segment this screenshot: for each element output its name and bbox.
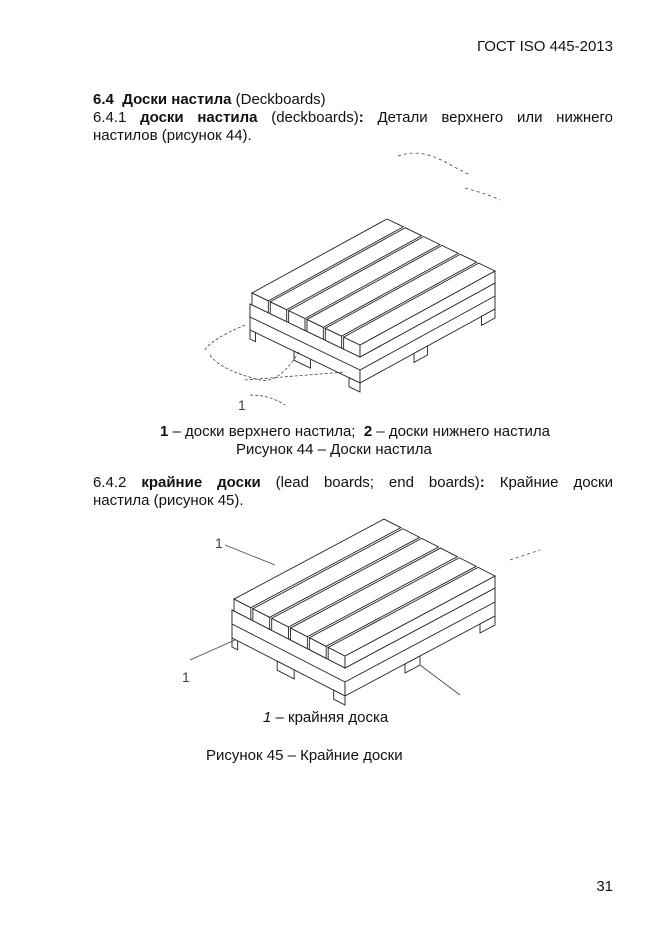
clause-6-4-2-line1: 6.4.2 крайние доски (lead boards; end bo…	[93, 474, 613, 491]
pallet-block	[413, 345, 428, 364]
figure-45-label-1-top: 1	[215, 535, 223, 551]
deckboard-top	[251, 528, 421, 618]
pallet-block	[293, 350, 311, 369]
pallet-block	[276, 660, 295, 680]
deckboard-top	[270, 537, 440, 628]
figure-45-legend: 1 – крайняя доска	[263, 709, 389, 726]
standard-header: ГОСТ ISO 445-2013	[476, 38, 613, 55]
deckboard-top	[305, 244, 460, 328]
pallet-block	[348, 376, 361, 393]
pallet-drawing-45	[231, 518, 496, 706]
page-number: 31	[596, 878, 613, 895]
clause-6-4-1-line1: 6.4.1 доски настила (deckboards): Детали…	[93, 109, 613, 126]
clause-6-4-1-line2: настилов (рисунок 44).	[93, 127, 252, 144]
figure-45-label-1-bottom: 1	[182, 669, 190, 685]
deckboard-top	[342, 262, 496, 346]
leader-lines-45	[189, 544, 541, 696]
figure-44-label-1: 1	[238, 397, 246, 413]
deckboard-top	[308, 557, 478, 647]
deckboard-top	[327, 566, 496, 657]
deckboard-top	[287, 236, 441, 320]
pallet-block	[481, 308, 496, 327]
section-heading: 6.4 Доски настила (Deckboards)	[93, 91, 326, 108]
leader-lines-44	[204, 152, 501, 406]
pallet-block	[249, 329, 256, 343]
pallet-drawing-44	[249, 218, 496, 393]
deckboard-top	[289, 547, 459, 638]
deckboard-top	[324, 253, 478, 337]
clause-6-4-2-line2: настила (рисунок 45).	[93, 492, 244, 509]
pallet-block	[479, 615, 496, 634]
deckboard-top	[269, 227, 423, 311]
figure-45-caption: Рисунок 45 – Крайние доски	[206, 747, 403, 764]
figure-44-legend: 1 – доски верхнего настила; 2 – доски ни…	[160, 423, 550, 440]
figure-44-caption: Рисунок 44 – Доски настила	[236, 441, 432, 458]
pallet-block	[333, 689, 346, 706]
deckboard-top	[233, 518, 402, 609]
deckboard-top	[250, 218, 405, 302]
